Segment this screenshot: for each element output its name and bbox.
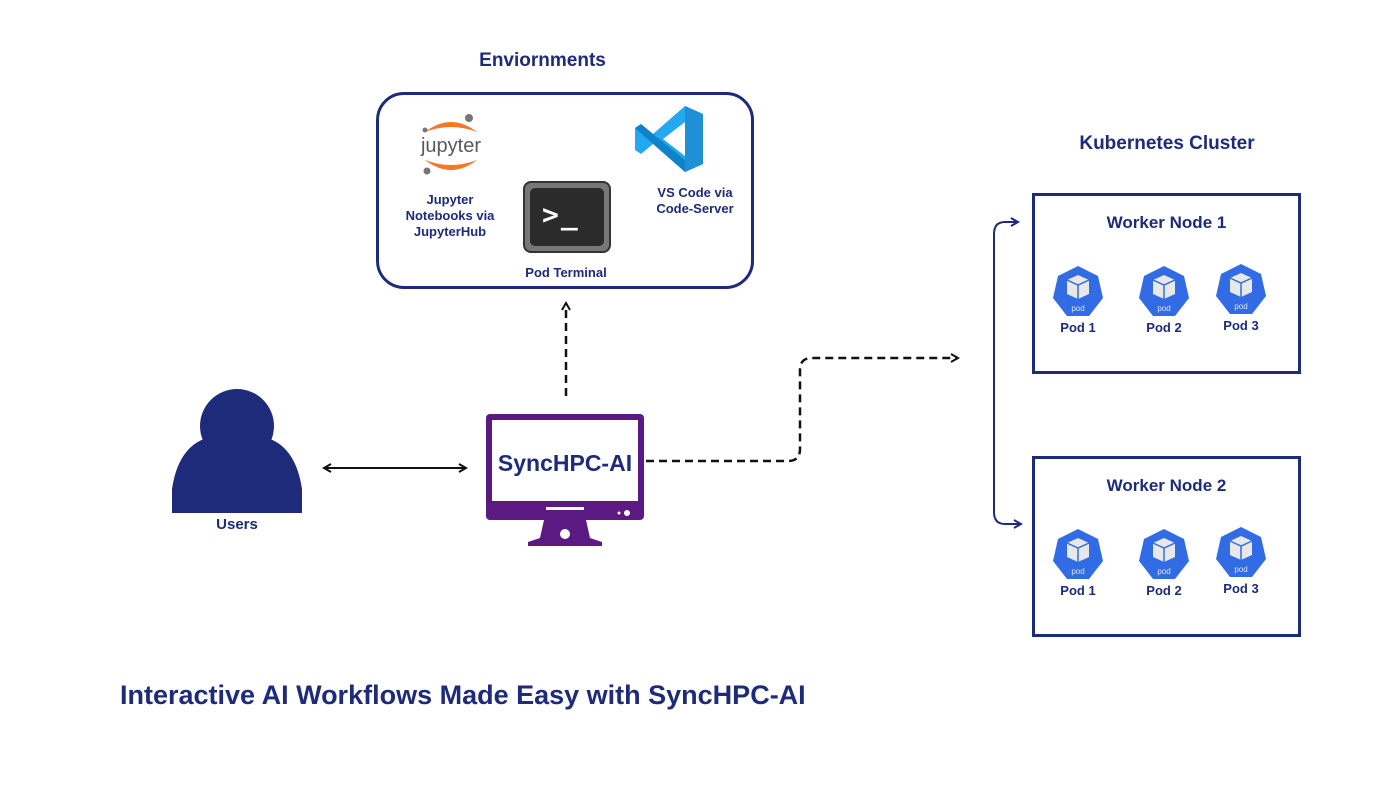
pod-item: pod Pod 2 — [1136, 527, 1192, 598]
users-label: Users — [216, 516, 258, 533]
worker-node-title: Worker Node 2 — [1106, 476, 1227, 495]
svg-text:pod: pod — [1157, 567, 1170, 576]
environments-box — [376, 92, 754, 289]
svg-text:pod: pod — [1234, 565, 1247, 574]
terminal-prompt: >_ — [542, 198, 580, 231]
jupyter-logo: jupyter — [413, 110, 489, 182]
platform-monitor: SyncHPC-AI — [486, 414, 646, 546]
pod-icon: pod — [1216, 264, 1266, 314]
vscode-icon — [635, 106, 703, 172]
svg-text:pod: pod — [1071, 567, 1084, 576]
jupyter-label-line: Notebooks via — [405, 208, 495, 223]
pod-label: Pod 2 — [1146, 583, 1182, 598]
vscode-label-line: Code-Server — [656, 201, 734, 216]
pod-icon: pod — [1053, 266, 1103, 316]
pod-label: Pod 1 — [1060, 320, 1096, 335]
worker-node-2: Worker Node 2 pod Pod 1 pod Pod 2 pod Po… — [1032, 456, 1301, 637]
svg-text:pod: pod — [1157, 304, 1170, 313]
platform-cluster-arrow — [646, 358, 958, 463]
pod-item: pod Pod 2 — [1136, 264, 1192, 335]
vscode-label: VS Code via Code-Server — [640, 185, 750, 217]
environments-title: Enviornments — [479, 50, 606, 71]
platform-label: SyncHPC-AI — [497, 450, 633, 476]
users-icon — [170, 379, 304, 513]
vscode-logo — [633, 104, 705, 174]
pod-item: pod Pod 1 — [1050, 264, 1106, 335]
pod-item: pod Pod 1 — [1050, 527, 1106, 598]
worker-node-title: Worker Node 1 — [1106, 213, 1227, 232]
pod-icon: pod — [1139, 266, 1189, 316]
svg-text:pod: pod — [1234, 302, 1247, 311]
pod-label: Pod 3 — [1223, 318, 1259, 333]
pod-item: pod Pod 3 — [1213, 525, 1269, 596]
pod-icon: pod — [1053, 529, 1103, 579]
pod-item: pod Pod 3 — [1213, 262, 1269, 333]
pod-label: Pod 2 — [1146, 320, 1182, 335]
terminal-label: Pod Terminal — [525, 265, 607, 280]
jupyter-label: Jupyter Notebooks via JupyterHub — [395, 192, 505, 240]
terminal-icon: >_ — [523, 181, 611, 253]
pod-icon: pod — [1216, 527, 1266, 577]
vscode-label-line: VS Code via — [657, 185, 733, 200]
svg-text:pod: pod — [1071, 304, 1084, 313]
cluster-title: Kubernetes Cluster — [1079, 133, 1255, 154]
worker-node-1: Worker Node 1 pod Pod 1 pod Pod 2 pod Po… — [1032, 193, 1301, 374]
pod-label: Pod 1 — [1060, 583, 1096, 598]
jupyter-label-line: Jupyter — [426, 192, 474, 207]
pod-icon: pod — [1139, 529, 1189, 579]
jupyter-label-line: JupyterHub — [413, 224, 487, 239]
svg-text:jupyter: jupyter — [420, 135, 481, 157]
pod-label: Pod 3 — [1223, 581, 1259, 596]
jupyter-icon: jupyter — [420, 114, 481, 175]
tagline: Interactive AI Workflows Made Easy with … — [120, 680, 806, 710]
cluster-bracket-arrows — [993, 221, 1021, 524]
